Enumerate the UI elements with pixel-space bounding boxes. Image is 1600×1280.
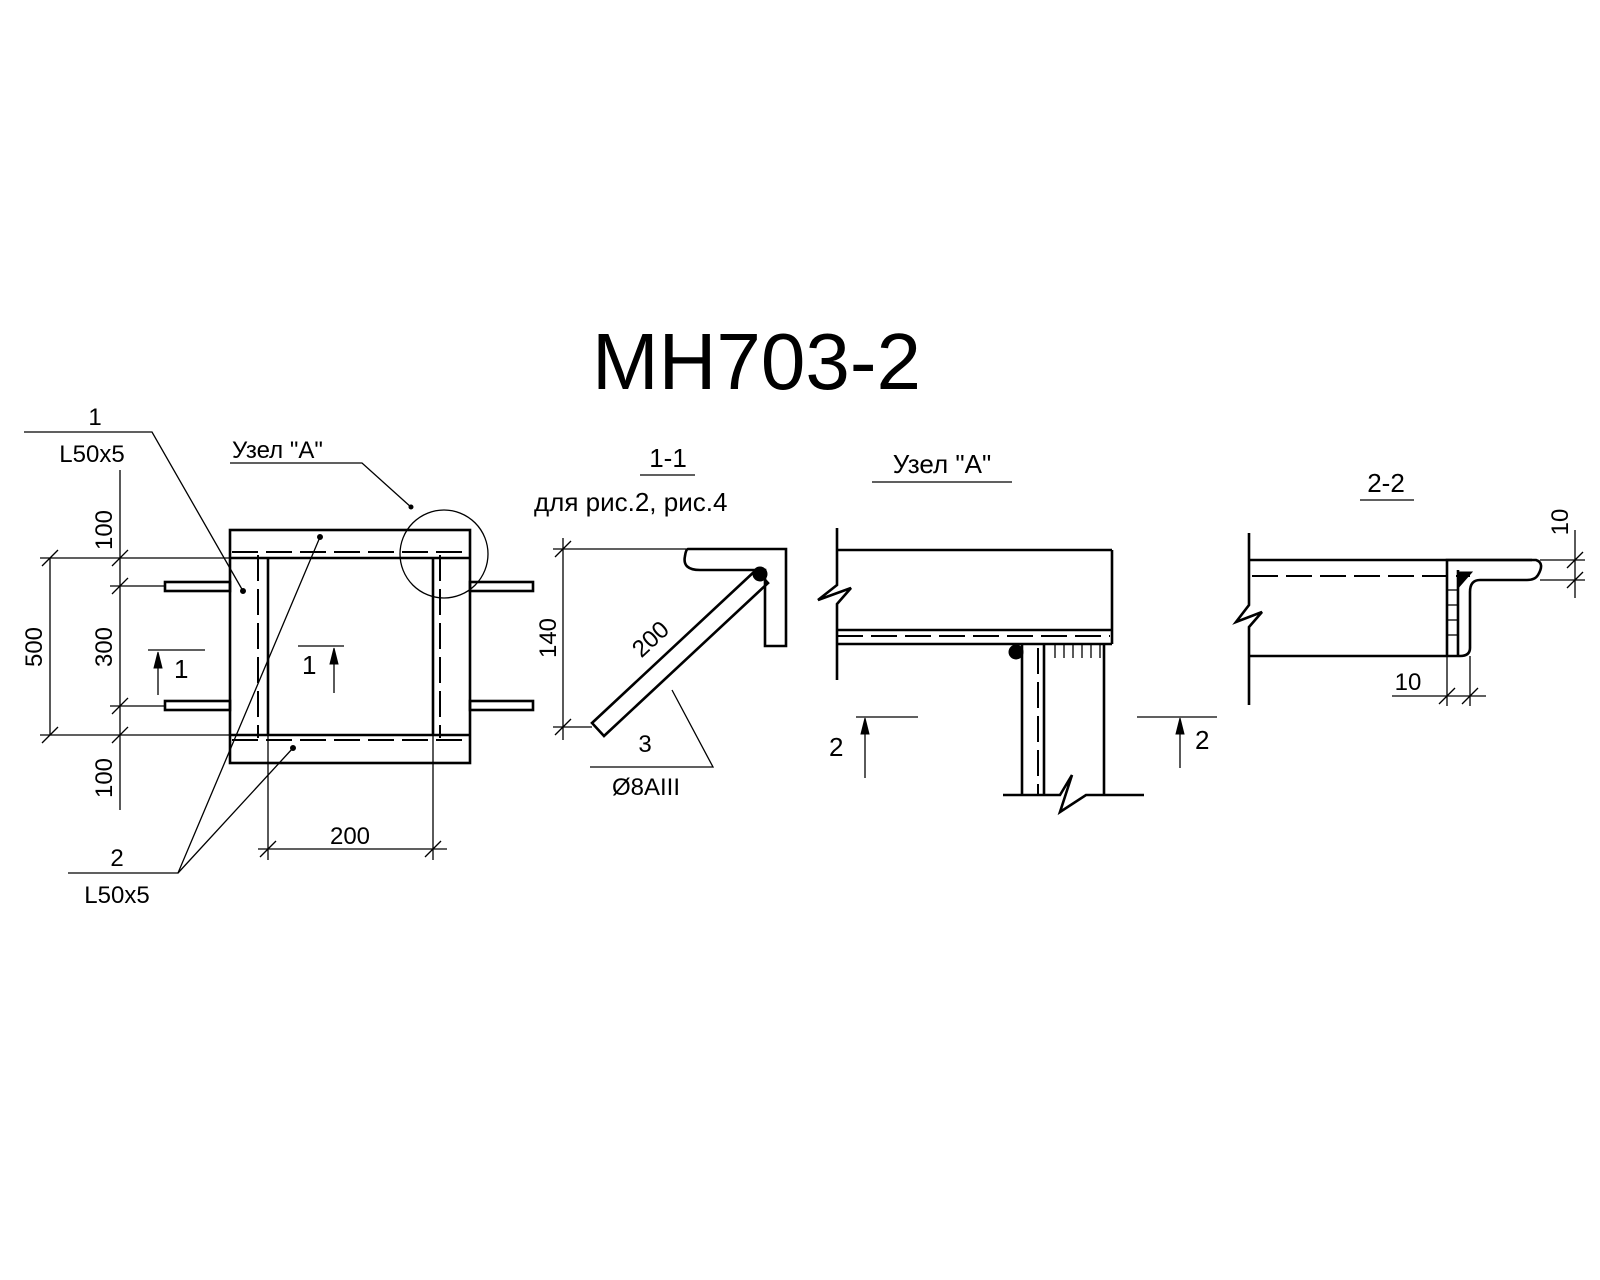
pos3-leader (590, 689, 715, 768)
dim-height-label: 140 (535, 618, 562, 658)
dim-tick (554, 540, 572, 558)
angle-profile-2-2 (1445, 558, 1543, 658)
dim-tick (111, 577, 129, 595)
anchor-bar (468, 580, 535, 593)
dim-tick (1461, 687, 1479, 705)
leader-dot (317, 534, 323, 540)
dim-tick (1438, 687, 1456, 705)
leader-dot (290, 745, 296, 751)
dim-tick (41, 726, 59, 744)
pos1-leader (24, 431, 244, 592)
dim-middle-label: 300 (91, 627, 118, 667)
pos2-number: 2 (110, 845, 123, 872)
node-a-title: Узел "А" (893, 449, 991, 479)
dim-top-label: 100 (91, 510, 118, 550)
section-1-inner-label: 1 (302, 650, 316, 680)
inclined-rebar (590, 568, 770, 738)
weld-dot (1008, 644, 1024, 660)
node-a-leader (230, 462, 413, 509)
break-line (1232, 533, 1263, 705)
section-1-1: 1-1 для рис.2, рис.4 140 200 3 Ø8АIII (534, 443, 788, 801)
section-1-1-subtitle: для рис.2, рис.4 (534, 487, 727, 517)
weld-fill (1457, 571, 1474, 590)
dim-tick (111, 726, 129, 744)
dim-tick (1566, 571, 1584, 589)
section-2-2-title: 2-2 (1367, 468, 1405, 498)
weld-hatch (1447, 589, 1458, 636)
section-2-2: 2-2 10 10 (1232, 468, 1585, 706)
pos1-number: 1 (88, 404, 101, 431)
section-arrow-head (860, 717, 870, 735)
break-line (1003, 774, 1144, 816)
pos1-profile: L50x5 (59, 441, 124, 468)
anchor-bar (163, 699, 232, 712)
dim-tick (41, 549, 59, 567)
section-arrow-head (329, 647, 339, 665)
dim-bottom-label-2-2: 10 (1395, 669, 1422, 696)
dim-width-label: 200 (330, 823, 370, 850)
weld-dot (752, 566, 768, 582)
section-arrow-head (153, 651, 163, 669)
section-2-right-label: 2 (1195, 725, 1209, 755)
break-line (817, 528, 852, 680)
pos2-profile: L50x5 (84, 882, 149, 909)
dim-bottom-label: 100 (91, 758, 118, 798)
section-arrow-head (1175, 717, 1185, 735)
node-a-callout-label: Узел "А" (232, 437, 323, 464)
dim-tick (111, 697, 129, 715)
dim-tick (1566, 551, 1584, 569)
dim-total-label: 500 (21, 627, 48, 667)
leader-dot (408, 504, 414, 510)
drawing-title: МН703-2 (592, 317, 921, 406)
weld-hatch (1054, 644, 1101, 658)
section-2-left-label: 2 (829, 732, 843, 762)
dim-length-label: 200 (627, 616, 675, 663)
pos2-leader (68, 536, 321, 874)
section-1-left-label: 1 (174, 654, 188, 684)
angle-profile (683, 547, 788, 648)
node-a-detail: Узел "А" 2 2 (817, 449, 1217, 816)
dim-tick (424, 840, 442, 858)
pos3-number: 3 (638, 731, 651, 758)
pos3-rebar: Ø8АIII (612, 774, 680, 801)
anchor-bar (163, 580, 232, 593)
section-1-1-title: 1-1 (649, 443, 687, 473)
leader-dot (240, 588, 246, 594)
pos2-leader (177, 747, 294, 874)
anchor-bar (468, 699, 535, 712)
plan-view: 100 500 300 100 1 1 200 Узел "А" 1 L50x5 (21, 404, 535, 909)
dim-tick (259, 840, 277, 858)
dim-top-label-2-2: 10 (1547, 509, 1574, 536)
frame-outline (228, 528, 472, 765)
dim-tick (111, 549, 129, 567)
dim-tick (554, 718, 572, 736)
node-a-callout-circle (399, 509, 489, 599)
